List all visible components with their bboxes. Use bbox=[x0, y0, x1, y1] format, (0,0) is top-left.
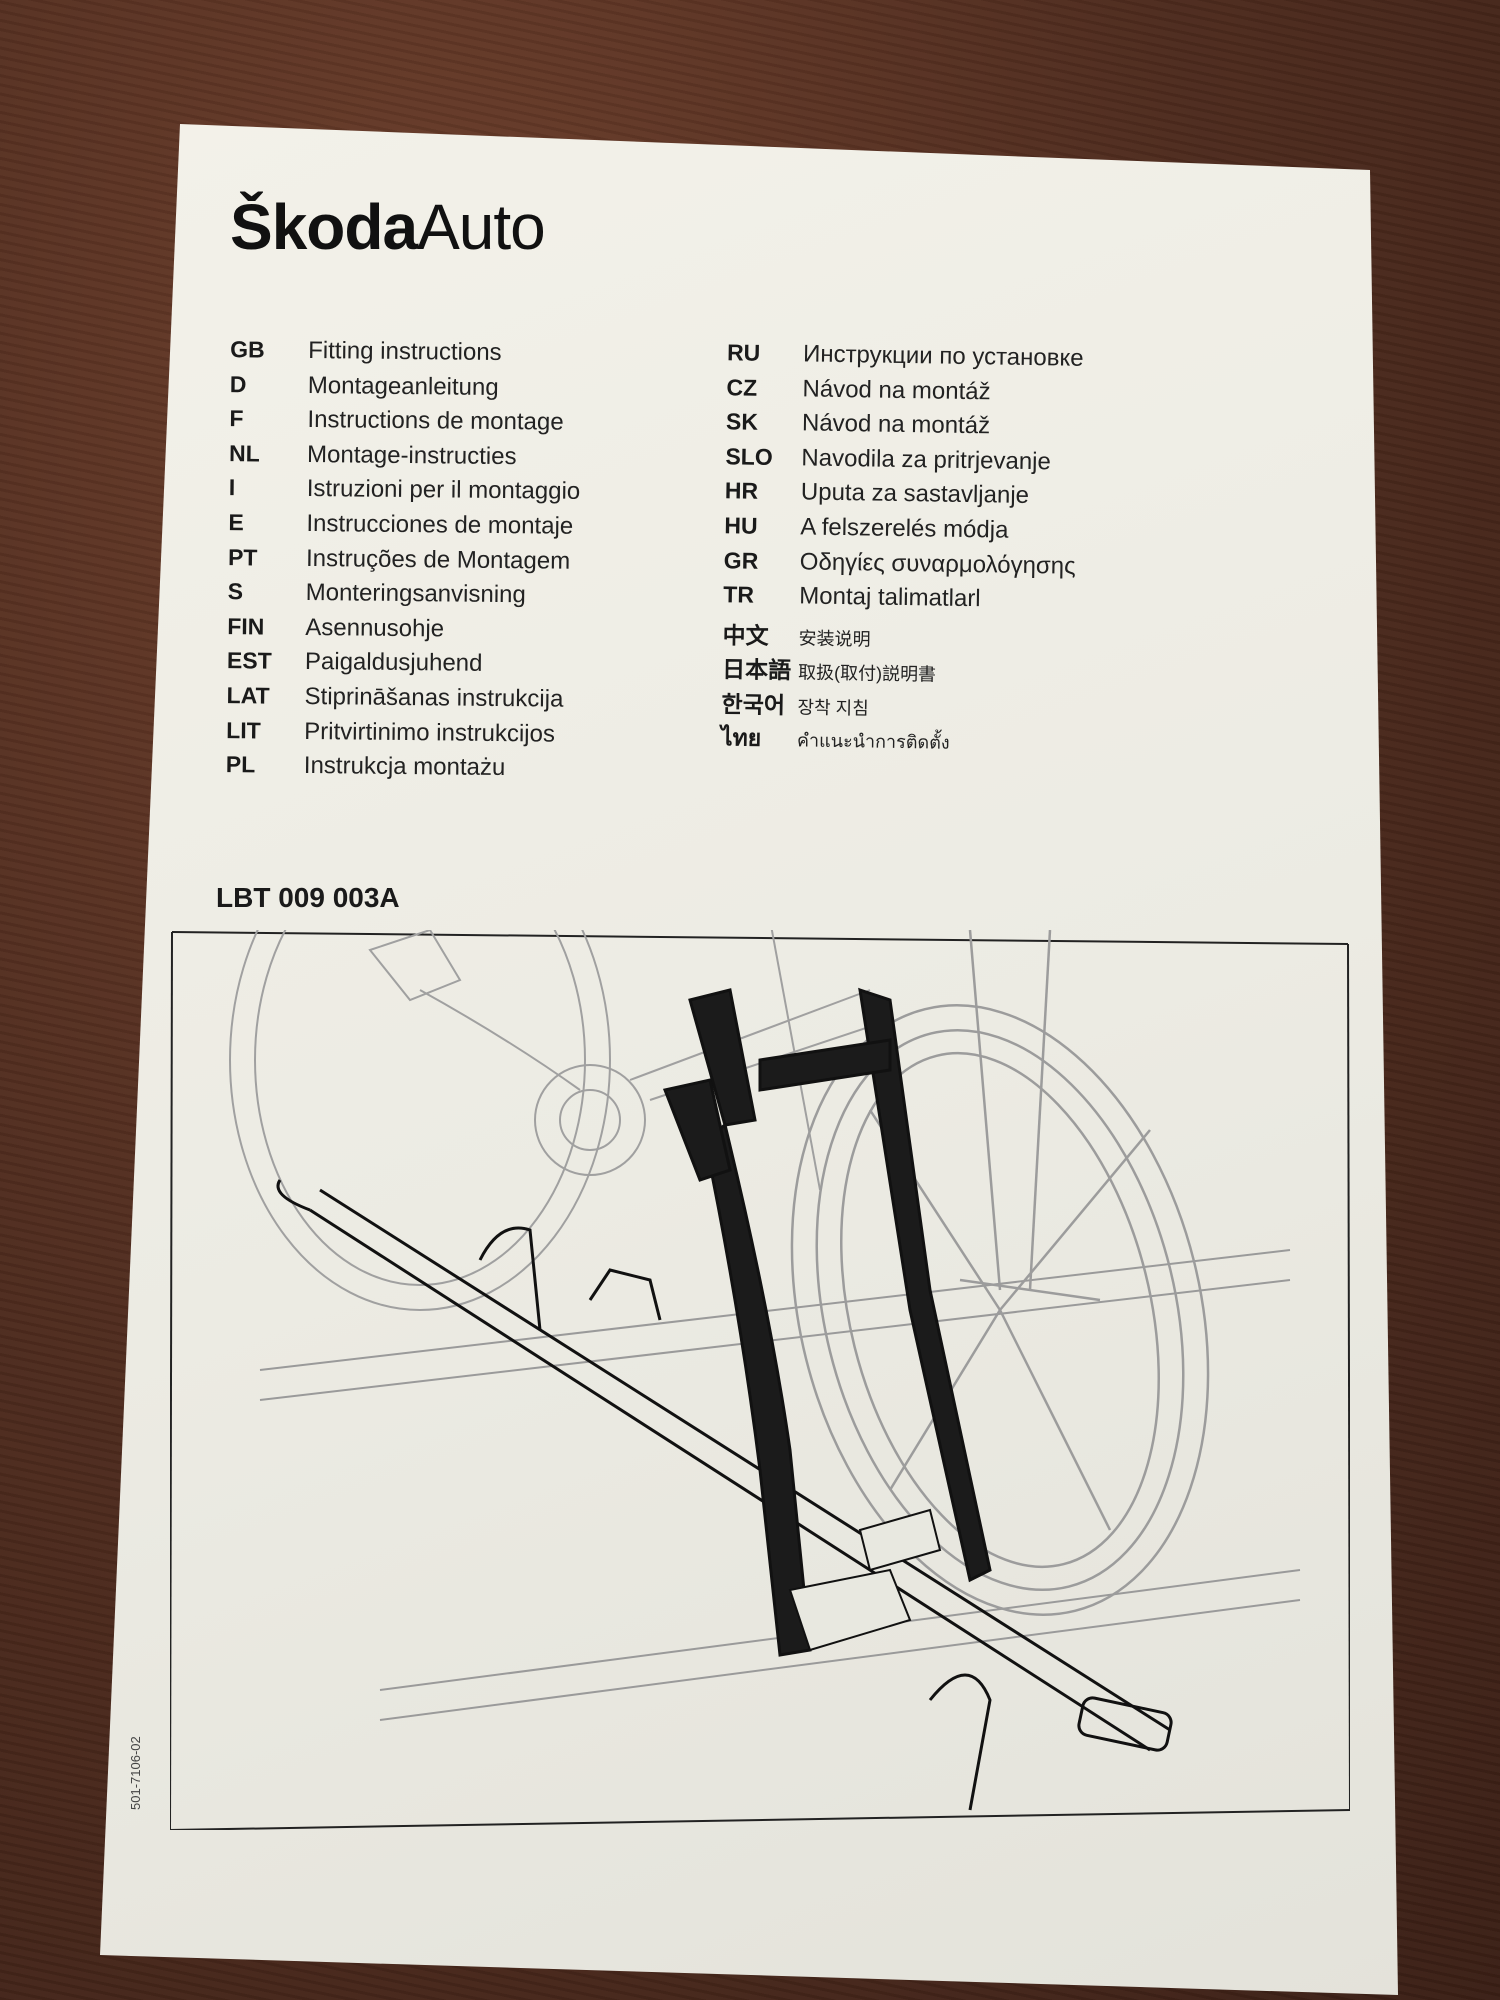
language-name: 장착 지침 bbox=[797, 697, 869, 719]
language-code: LIT bbox=[226, 716, 261, 744]
language-entry: 中文 安装说明 bbox=[722, 616, 1079, 656]
bike-carrier-illustration bbox=[170, 930, 1350, 1830]
language-entry: LIT Pritvirtinimo instrukcijos bbox=[226, 717, 578, 755]
document-code: 501-7106-02 bbox=[128, 1736, 143, 1810]
language-code: D bbox=[229, 370, 247, 397]
language-code: F bbox=[229, 405, 244, 432]
language-name: Montaj talimatlarl bbox=[799, 582, 981, 613]
language-entry: GB Fitting instructions bbox=[230, 336, 582, 374]
part-number: LBT 009 003A bbox=[216, 882, 400, 913]
language-name: Návod na montáž bbox=[802, 375, 991, 405]
language-entry: I Istruzioni per il montaggio bbox=[229, 475, 581, 513]
language-name: Monteringsanvisning bbox=[305, 579, 526, 609]
language-entry: PL Instrukcja montażu bbox=[226, 751, 578, 789]
language-name: Uputa za sastavljanje bbox=[800, 478, 1030, 510]
language-entry: HR Uputa za sastavljanje bbox=[725, 478, 1082, 518]
language-name: Asennusohje bbox=[305, 613, 445, 643]
language-entry: LAT Stiprināšanas instrukcija bbox=[226, 682, 578, 720]
language-name: Инструкции по установке bbox=[802, 340, 1084, 372]
language-name: Pritvirtinimo instrukcijos bbox=[304, 717, 556, 748]
language-name: Instruções de Montagem bbox=[305, 544, 571, 575]
language-code: HU bbox=[724, 512, 758, 539]
language-entry: ไทย คำแนะนำการติดตั้ง bbox=[721, 720, 1078, 760]
language-entry: S Monteringsanvisning bbox=[227, 578, 579, 616]
language-entry: TR Montaj talimatlarl bbox=[723, 581, 1080, 621]
language-name: A felszerelés módja bbox=[800, 513, 1009, 544]
skoda-auto-logo: ŠkodaAuto bbox=[230, 191, 546, 263]
language-name: 取扱(取付)説明書 bbox=[797, 662, 937, 685]
language-name: Fitting instructions bbox=[308, 336, 502, 367]
language-code: FIN bbox=[227, 612, 265, 640]
language-code: RU bbox=[726, 339, 761, 366]
language-code: S bbox=[227, 578, 244, 605]
language-code: E bbox=[228, 509, 244, 536]
language-code: 日本語 bbox=[721, 656, 792, 684]
language-name: Paigaldusjuhend bbox=[304, 648, 483, 678]
language-code: 中文 bbox=[722, 621, 769, 649]
language-entry: EST Paigaldusjuhend bbox=[227, 647, 579, 685]
language-name: Οδηγίες συναρμολόγησης bbox=[799, 547, 1076, 580]
language-entry: CZ Návod na montáž bbox=[726, 374, 1083, 414]
language-name: 安装说明 bbox=[798, 628, 871, 650]
language-name: Montage-instructies bbox=[306, 440, 517, 470]
language-code: EST bbox=[226, 647, 272, 674]
language-entry: FIN Asennusohje bbox=[227, 613, 579, 651]
language-name: Instructions de montage bbox=[307, 406, 564, 436]
language-code: 한국어 bbox=[721, 691, 786, 719]
language-code: HR bbox=[724, 477, 759, 505]
language-code: ไทย bbox=[720, 723, 762, 751]
language-name: Navodila za pritrjevanje bbox=[801, 444, 1052, 476]
language-entry: 日本語取扱(取付)説明書 bbox=[722, 651, 1079, 691]
language-name: Istruzioni per il montaggio bbox=[306, 475, 581, 506]
language-name: Instrukcja montażu bbox=[303, 752, 506, 782]
language-code: GB bbox=[230, 336, 265, 363]
language-entry: PT Instruções de Montagem bbox=[228, 544, 580, 582]
language-entry: F Instructions de montage bbox=[229, 405, 581, 443]
language-code: GR bbox=[723, 546, 759, 574]
language-entry: SK Návod na montáž bbox=[726, 408, 1083, 448]
language-code: PL bbox=[225, 751, 256, 778]
language-entry: GR Οδηγίες συναρμολόγησης bbox=[723, 547, 1080, 587]
language-entry: NL Montage-instructies bbox=[229, 440, 581, 478]
language-name: Montageanleitung bbox=[307, 371, 499, 401]
language-name: Instrucciones de montaje bbox=[306, 509, 574, 540]
language-code: I bbox=[228, 474, 236, 501]
language-entry: HU A felszerelés módja bbox=[724, 512, 1081, 552]
language-code: TR bbox=[723, 581, 755, 608]
language-entry: D Montageanleitung bbox=[230, 371, 582, 409]
language-name: คำแนะนำการติดตั้ง bbox=[796, 729, 950, 753]
language-code: NL bbox=[229, 439, 260, 467]
language-code: SK bbox=[725, 408, 759, 435]
language-code: SLO bbox=[725, 442, 773, 470]
language-code: CZ bbox=[726, 373, 758, 401]
language-code: PT bbox=[227, 543, 258, 571]
language-name: Návod na montáž bbox=[801, 409, 991, 440]
language-entry: E Instrucciones de montaje bbox=[228, 509, 580, 547]
language-entry: SLO Navodila za pritrjevanje bbox=[725, 443, 1082, 483]
language-code: LAT bbox=[226, 682, 270, 709]
language-entry: 한국어 장착 지침 bbox=[721, 685, 1078, 725]
language-name: Stiprināšanas instrukcija bbox=[304, 682, 564, 713]
language-entry: RU Инструкции по установке bbox=[727, 339, 1084, 379]
